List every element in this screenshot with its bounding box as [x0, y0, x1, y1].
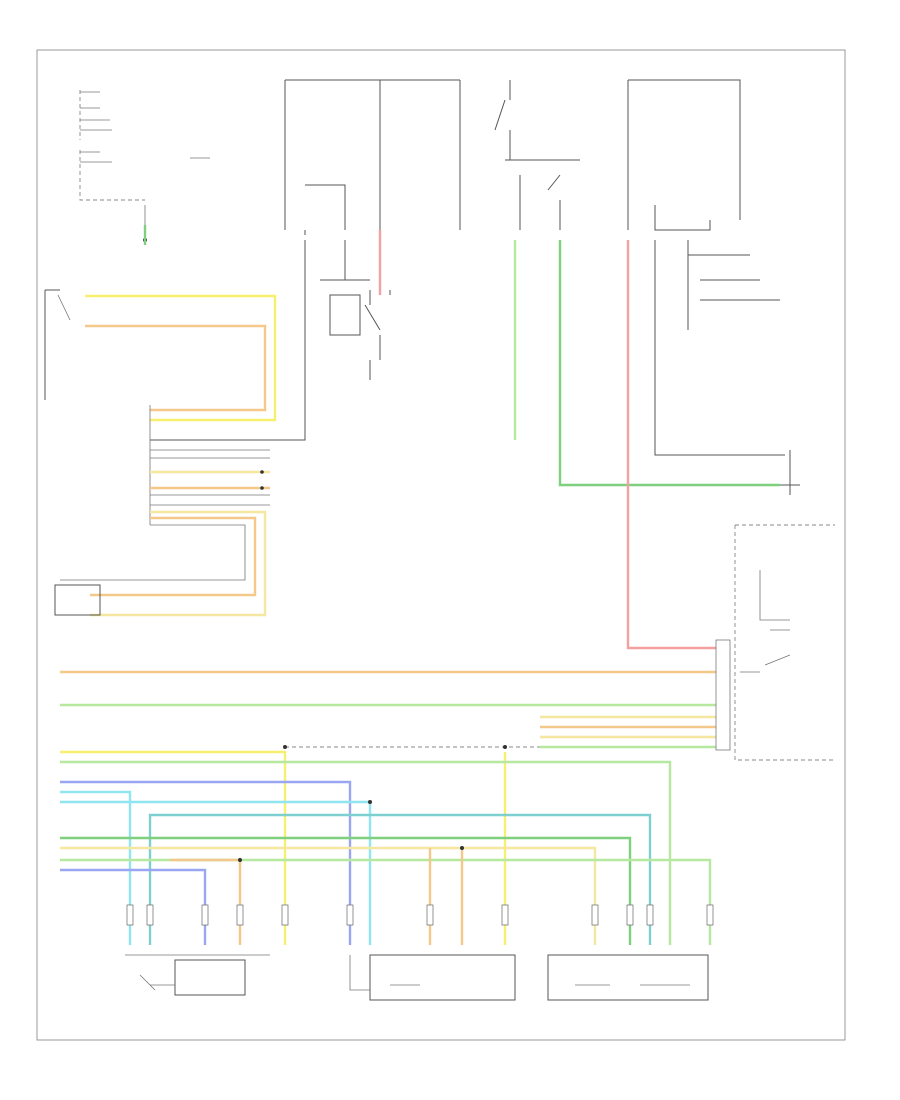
wire-blu-1	[60, 780, 352, 945]
left-connector-block	[44, 289, 277, 617]
main-harness	[60, 670, 720, 749]
wire-red-long	[626, 240, 720, 650]
wire-yel-1	[60, 750, 287, 945]
wire-tan-1	[60, 846, 597, 945]
wire-ltgrn-1	[60, 760, 672, 945]
wire-grn-top	[558, 240, 780, 487]
wire-ltblu-2	[60, 800, 372, 945]
wire-teal	[148, 813, 652, 945]
top-left-module	[79, 90, 210, 245]
diagram-frame	[36, 49, 846, 1041]
bottom-connectors	[126, 904, 714, 926]
bottom-motor-modules	[125, 954, 709, 1001]
top-fuse-feeds	[284, 79, 741, 235]
center-components	[150, 240, 391, 441]
footer-code	[40, 1034, 80, 1044]
wire-ltblu-1	[60, 790, 132, 945]
right-control-module	[715, 450, 835, 761]
wire-ltgrn-2	[60, 858, 712, 945]
wire-grn-1	[60, 836, 632, 945]
